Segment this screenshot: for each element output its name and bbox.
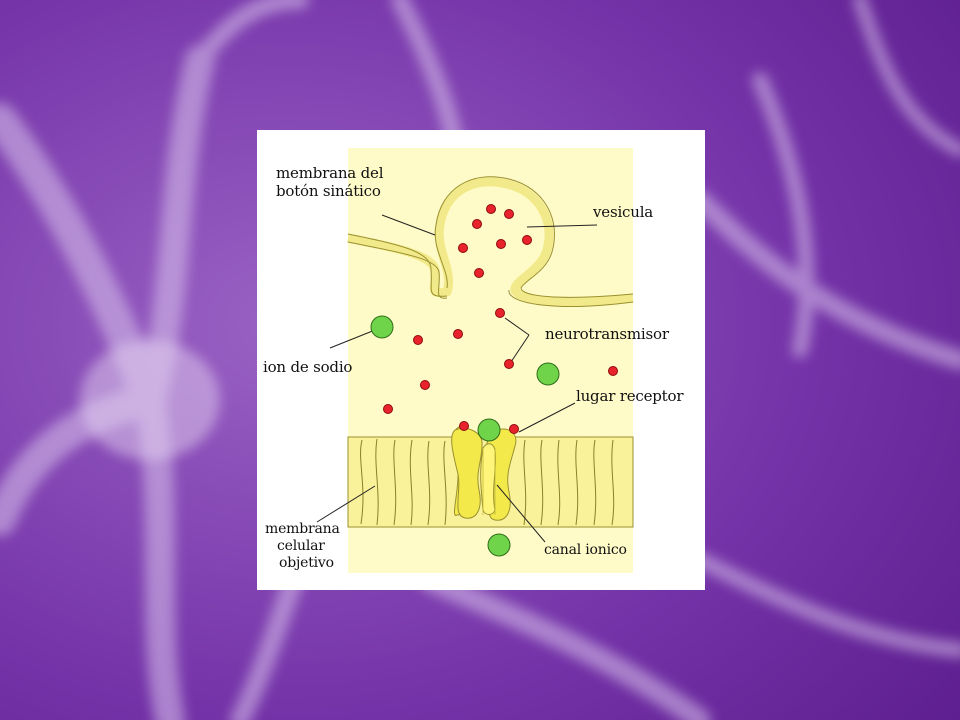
neurotransmitter xyxy=(504,209,514,219)
neurotransmitter xyxy=(486,204,496,214)
neurotransmitter xyxy=(472,219,482,229)
sodium-ion xyxy=(487,533,511,557)
presynaptic-membrane-outline-outer xyxy=(347,241,634,307)
leader-neurotransmitter-a xyxy=(504,317,530,336)
neurotransmitter xyxy=(458,243,468,253)
sodium-ion xyxy=(536,362,560,386)
label-target-line-1: membrana xyxy=(265,521,340,537)
label-presynaptic-line-2: botón sinático xyxy=(276,182,381,200)
label-target-line-2: celular xyxy=(277,538,325,554)
neurotransmitter xyxy=(495,308,505,318)
label-target-membrane: membrana celular objetivo xyxy=(265,521,340,572)
neurotransmitter xyxy=(608,366,618,376)
leader-presynaptic xyxy=(381,214,436,236)
neuron-soma xyxy=(80,340,220,460)
neurotransmitter xyxy=(504,359,514,369)
leader-neurotransmitter-b xyxy=(510,334,530,363)
label-sodium-ion: ion de sodio xyxy=(263,358,353,376)
synapse-drawing xyxy=(316,148,634,573)
label-ion-channel: canal ionico xyxy=(544,542,627,558)
sodium-ions xyxy=(370,315,560,557)
label-target-line-3: objetivo xyxy=(279,555,334,571)
sodium-ion xyxy=(370,315,394,339)
label-presynaptic-line-1: membrana del xyxy=(276,164,384,182)
neurotransmitter xyxy=(474,268,484,278)
leader-receptor xyxy=(518,402,576,433)
neurotransmitter xyxy=(453,329,463,339)
neurotransmitter-bound xyxy=(509,424,519,434)
synapse-diagram: membrana del botón sinático vesicula neu… xyxy=(257,130,705,590)
leader-lines xyxy=(316,214,598,543)
leader-ion-channel xyxy=(496,484,546,543)
leader-vesicle xyxy=(526,224,598,228)
neurotransmitter xyxy=(496,239,506,249)
neurotransmitter xyxy=(383,404,393,414)
neurotransmitters xyxy=(383,204,618,434)
neurotransmitter xyxy=(420,380,430,390)
neurotransmitter-bound xyxy=(459,421,469,431)
presynaptic-membrane xyxy=(347,177,634,307)
leader-sodium-ion xyxy=(329,329,376,349)
label-neurotransmitter: neurotransmisor xyxy=(545,325,669,343)
label-presynaptic-membrane: membrana del botón sinático xyxy=(276,164,383,200)
neurotransmitter xyxy=(413,335,423,345)
presynaptic-membrane-outline xyxy=(434,176,634,298)
neurotransmitter xyxy=(522,235,532,245)
sodium-ion xyxy=(477,418,501,442)
presynaptic-membrane-inner-edge xyxy=(347,233,448,297)
label-receptor-site: lugar receptor xyxy=(576,387,684,405)
leader-target-membrane xyxy=(316,485,376,523)
ion-channel-pore xyxy=(482,448,496,515)
label-vesicle: vesicula xyxy=(593,203,654,221)
